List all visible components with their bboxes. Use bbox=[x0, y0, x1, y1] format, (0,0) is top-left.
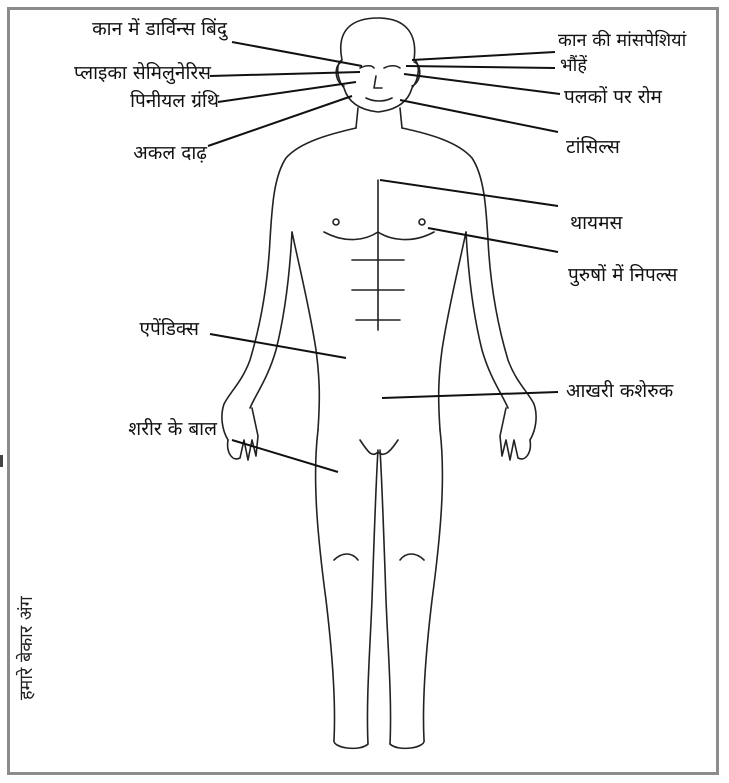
label-body-hair: शरीर के बाल bbox=[128, 418, 217, 440]
body-outline bbox=[222, 18, 536, 748]
label-coccyx: आखरी कशेरुक bbox=[566, 380, 673, 402]
leader-ear-muscles bbox=[412, 52, 555, 60]
leader-darwin-point bbox=[232, 42, 362, 66]
label-eyelash-hair: पलकों पर रोम bbox=[564, 86, 662, 108]
leader-pineal bbox=[218, 82, 356, 102]
leader-eyelash bbox=[404, 74, 560, 94]
leader-appendix bbox=[210, 334, 346, 358]
label-plica-semilunaris: प्लाइका सेमिलुनेरिस bbox=[74, 62, 211, 84]
label-wisdom-teeth: अकल दाढ़ bbox=[133, 142, 207, 164]
leader-eyebrows bbox=[406, 66, 555, 68]
label-darwin-point: कान में डार्विन्स बिंदु bbox=[92, 18, 227, 40]
label-appendix: एपेंडिक्स bbox=[140, 318, 199, 340]
label-ear-muscles: कान की मांसपेशियां bbox=[558, 30, 686, 52]
label-thymus: थायमस bbox=[570, 212, 622, 234]
label-tonsils: टांसिल्स bbox=[566, 136, 620, 158]
leader-coccyx bbox=[382, 392, 558, 398]
label-eyebrows: भौंहें bbox=[560, 55, 587, 77]
leader-nipples bbox=[428, 228, 558, 252]
diagram-caption: हमारे बेकार अंग bbox=[14, 596, 38, 700]
leader-tonsils bbox=[400, 100, 558, 132]
label-male-nipples: पुरुषों में निपल्स bbox=[568, 264, 677, 286]
leader-thymus bbox=[380, 180, 558, 206]
label-pineal-gland: पिनीयल ग्रंथि bbox=[130, 90, 219, 112]
leader-wisdom-teeth bbox=[208, 96, 352, 146]
